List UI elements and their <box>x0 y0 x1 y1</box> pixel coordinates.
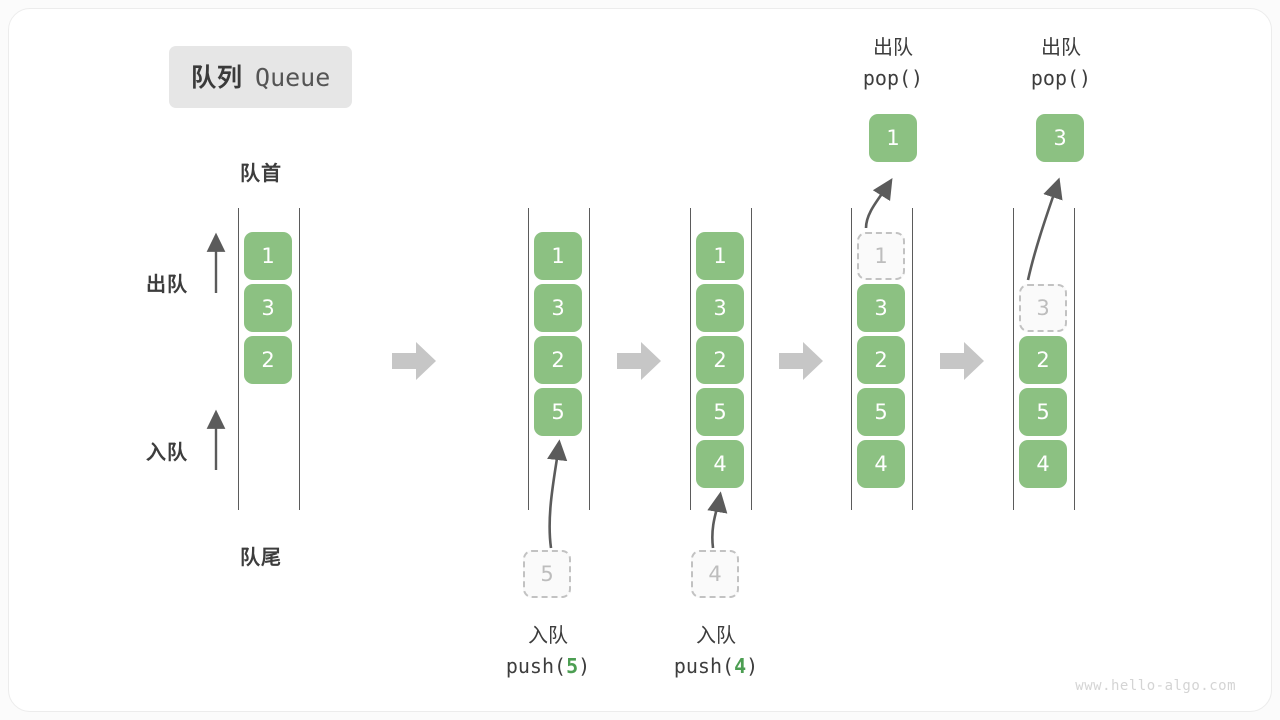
queue-item: 2 <box>1019 336 1067 384</box>
queue-item: 3 <box>244 284 292 332</box>
queue-item: 4 <box>1019 440 1067 488</box>
queue-item: 1 <box>534 232 582 280</box>
title-english: Queue <box>255 63 331 92</box>
title-badge: 队列 Queue <box>169 46 353 108</box>
popped-item: 1 <box>869 114 917 162</box>
queue-item: 5 <box>857 388 905 436</box>
queue-item: 3 <box>696 284 744 332</box>
queue-item: 2 <box>857 336 905 384</box>
queue-item: 1 <box>696 232 744 280</box>
step-arrow-icon <box>617 340 661 386</box>
caption-push-4-code: push(4) <box>673 654 759 678</box>
queue-item: 5 <box>696 388 744 436</box>
caption-pop-3-code: pop() <box>1030 66 1092 90</box>
queue-head-label: 队首 <box>240 161 282 185</box>
queue-item: 5 <box>534 388 582 436</box>
rail-right-stage-3 <box>751 208 752 510</box>
caption-pop-3-cn: 出队 <box>1041 35 1081 59</box>
queue-item: 3 <box>857 284 905 332</box>
queue-item: 3 <box>534 284 582 332</box>
rail-left-stage-5 <box>1013 208 1014 510</box>
rail-right-stage-2 <box>589 208 590 510</box>
rail-right-stage-5 <box>1074 208 1075 510</box>
caption-push-4: 入队 push(4) <box>626 620 806 682</box>
ghost-item: 3 <box>1019 284 1067 332</box>
caption-push-5-cn: 入队 <box>528 623 568 647</box>
ghost-item: 1 <box>857 232 905 280</box>
step-arrow-icon <box>392 340 436 386</box>
step-arrow-icon <box>940 340 984 386</box>
caption-pop-1: 出队 pop() <box>803 32 983 94</box>
title-chinese: 队列 <box>191 63 244 92</box>
caption-push-5-code: push(5) <box>505 654 591 678</box>
queue-item: 2 <box>534 336 582 384</box>
queue-item: 2 <box>696 336 744 384</box>
queue-item: 4 <box>857 440 905 488</box>
queue-item: 4 <box>696 440 744 488</box>
rail-left-stage-2 <box>528 208 529 510</box>
watermark: www.hello-algo.com <box>1075 678 1236 694</box>
rail-left-stage-4 <box>851 208 852 510</box>
caption-push-5: 入队 push(5) <box>458 620 638 682</box>
dequeue-direction-label: 出队 <box>146 272 188 296</box>
rail-left-stage-3 <box>690 208 691 510</box>
ghost-item: 5 <box>523 550 571 598</box>
queue-item: 5 <box>1019 388 1067 436</box>
popped-item: 3 <box>1036 114 1084 162</box>
enqueue-direction-label: 入队 <box>146 440 188 464</box>
queue-tail-label: 队尾 <box>240 545 282 569</box>
caption-push-4-cn: 入队 <box>696 623 736 647</box>
ghost-item: 4 <box>691 550 739 598</box>
queue-item: 2 <box>244 336 292 384</box>
rail-right-stage-4 <box>912 208 913 510</box>
rail-left-stage-1 <box>238 208 239 510</box>
queue-item: 1 <box>244 232 292 280</box>
caption-pop-1-cn: 出队 <box>873 35 913 59</box>
step-arrow-icon <box>779 340 823 386</box>
rail-right-stage-1 <box>299 208 300 510</box>
caption-pop-1-code: pop() <box>862 66 924 90</box>
caption-pop-3: 出队 pop() <box>971 32 1151 94</box>
